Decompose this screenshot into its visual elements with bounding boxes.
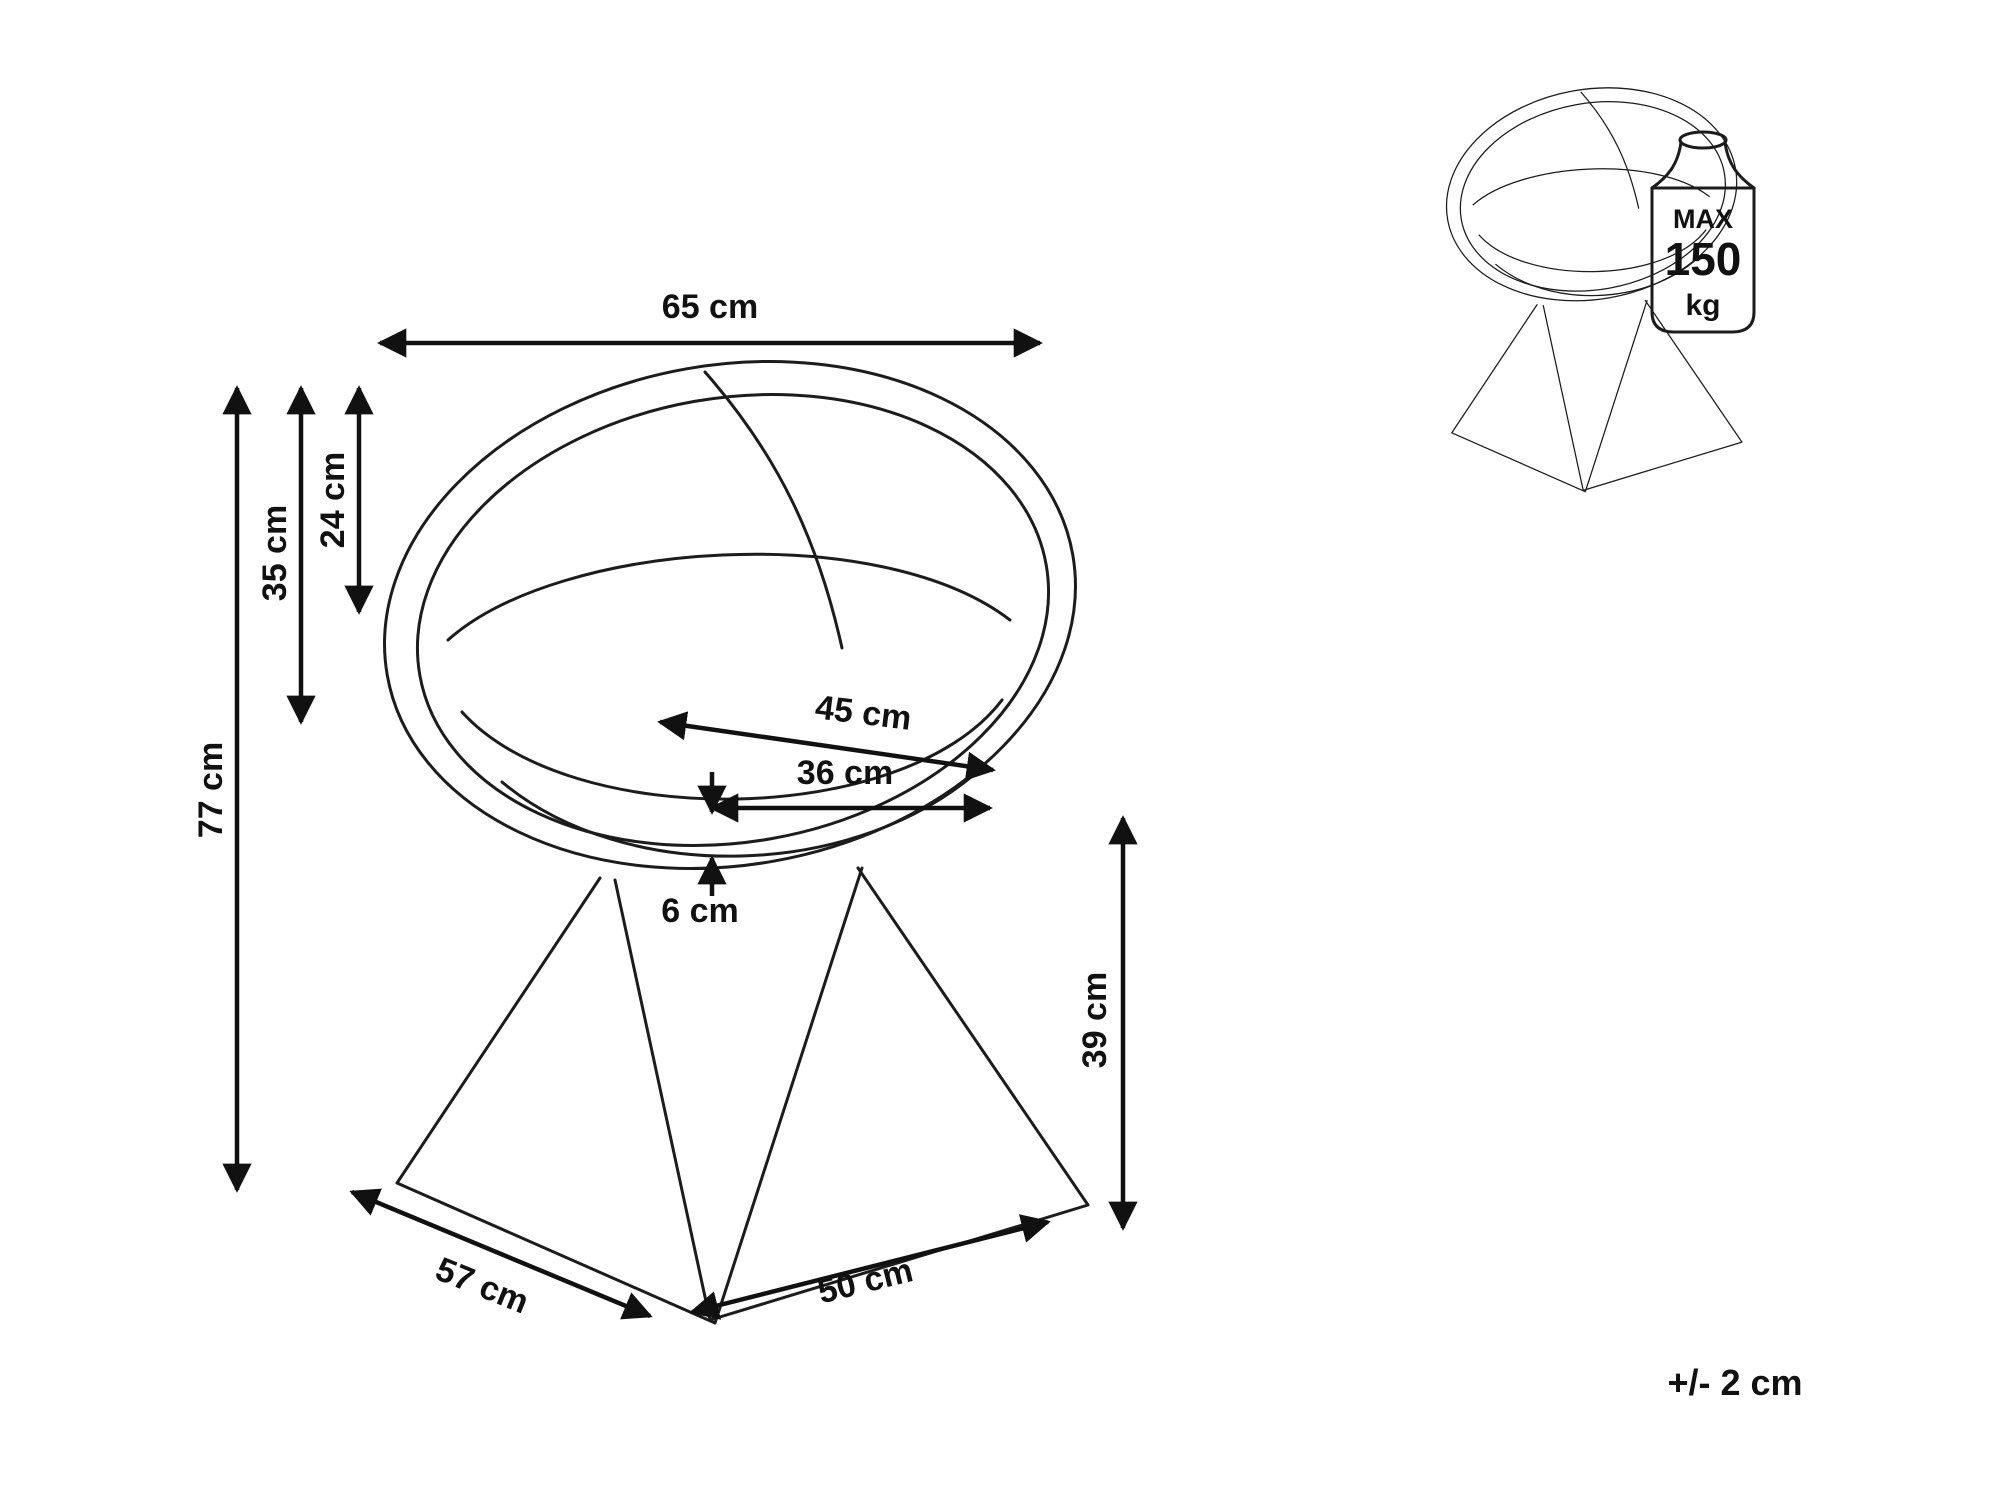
max-load-label: MAX	[1673, 204, 1733, 234]
dim-seat-inner-depth: 36 cm	[709, 754, 993, 823]
dim-label-overall-width: 65 cm	[662, 288, 758, 326]
dim-backrest-top-to-seat: 24 cm	[314, 385, 374, 615]
dim-line-base-width	[689, 1214, 1051, 1320]
max-load-unit: kg	[1685, 289, 1720, 322]
dim-base-height: 39 cm	[1076, 815, 1138, 1231]
dim-base-width: 50 cm	[689, 1214, 1051, 1320]
dim-label-seat-width: 45 cm	[813, 688, 913, 737]
dim-overall-height: 77 cm	[192, 385, 252, 1193]
dim-backrest-height: 35 cm	[256, 385, 316, 725]
dim-base-depth: 57 cm	[349, 1188, 653, 1321]
max-load-value: 150	[1665, 233, 1742, 285]
dim-line-seat-width	[657, 711, 996, 781]
max-load-figure: MAX 150 kg	[1428, 64, 1756, 493]
dim-label-seat-thickness: 6 cm	[661, 892, 739, 930]
dim-overall-width: 65 cm	[377, 288, 1043, 358]
dim-label-backrest-top-to-seat: 24 cm	[314, 452, 352, 548]
dim-label-base-height: 39 cm	[1076, 972, 1114, 1068]
dim-label-base-width: 50 cm	[814, 1251, 917, 1311]
dim-seat-thickness: 6 cm	[661, 772, 739, 930]
dim-label-seat-inner-depth: 36 cm	[797, 754, 893, 792]
dim-label-overall-height: 77 cm	[192, 742, 230, 838]
tolerance-note: +/- 2 cm	[1667, 1362, 1802, 1403]
dim-line-base-depth	[349, 1188, 653, 1320]
main-chair-drawing	[342, 306, 1118, 1325]
dim-label-backrest-height: 35 cm	[256, 505, 294, 601]
weight-icon	[1650, 130, 1756, 334]
